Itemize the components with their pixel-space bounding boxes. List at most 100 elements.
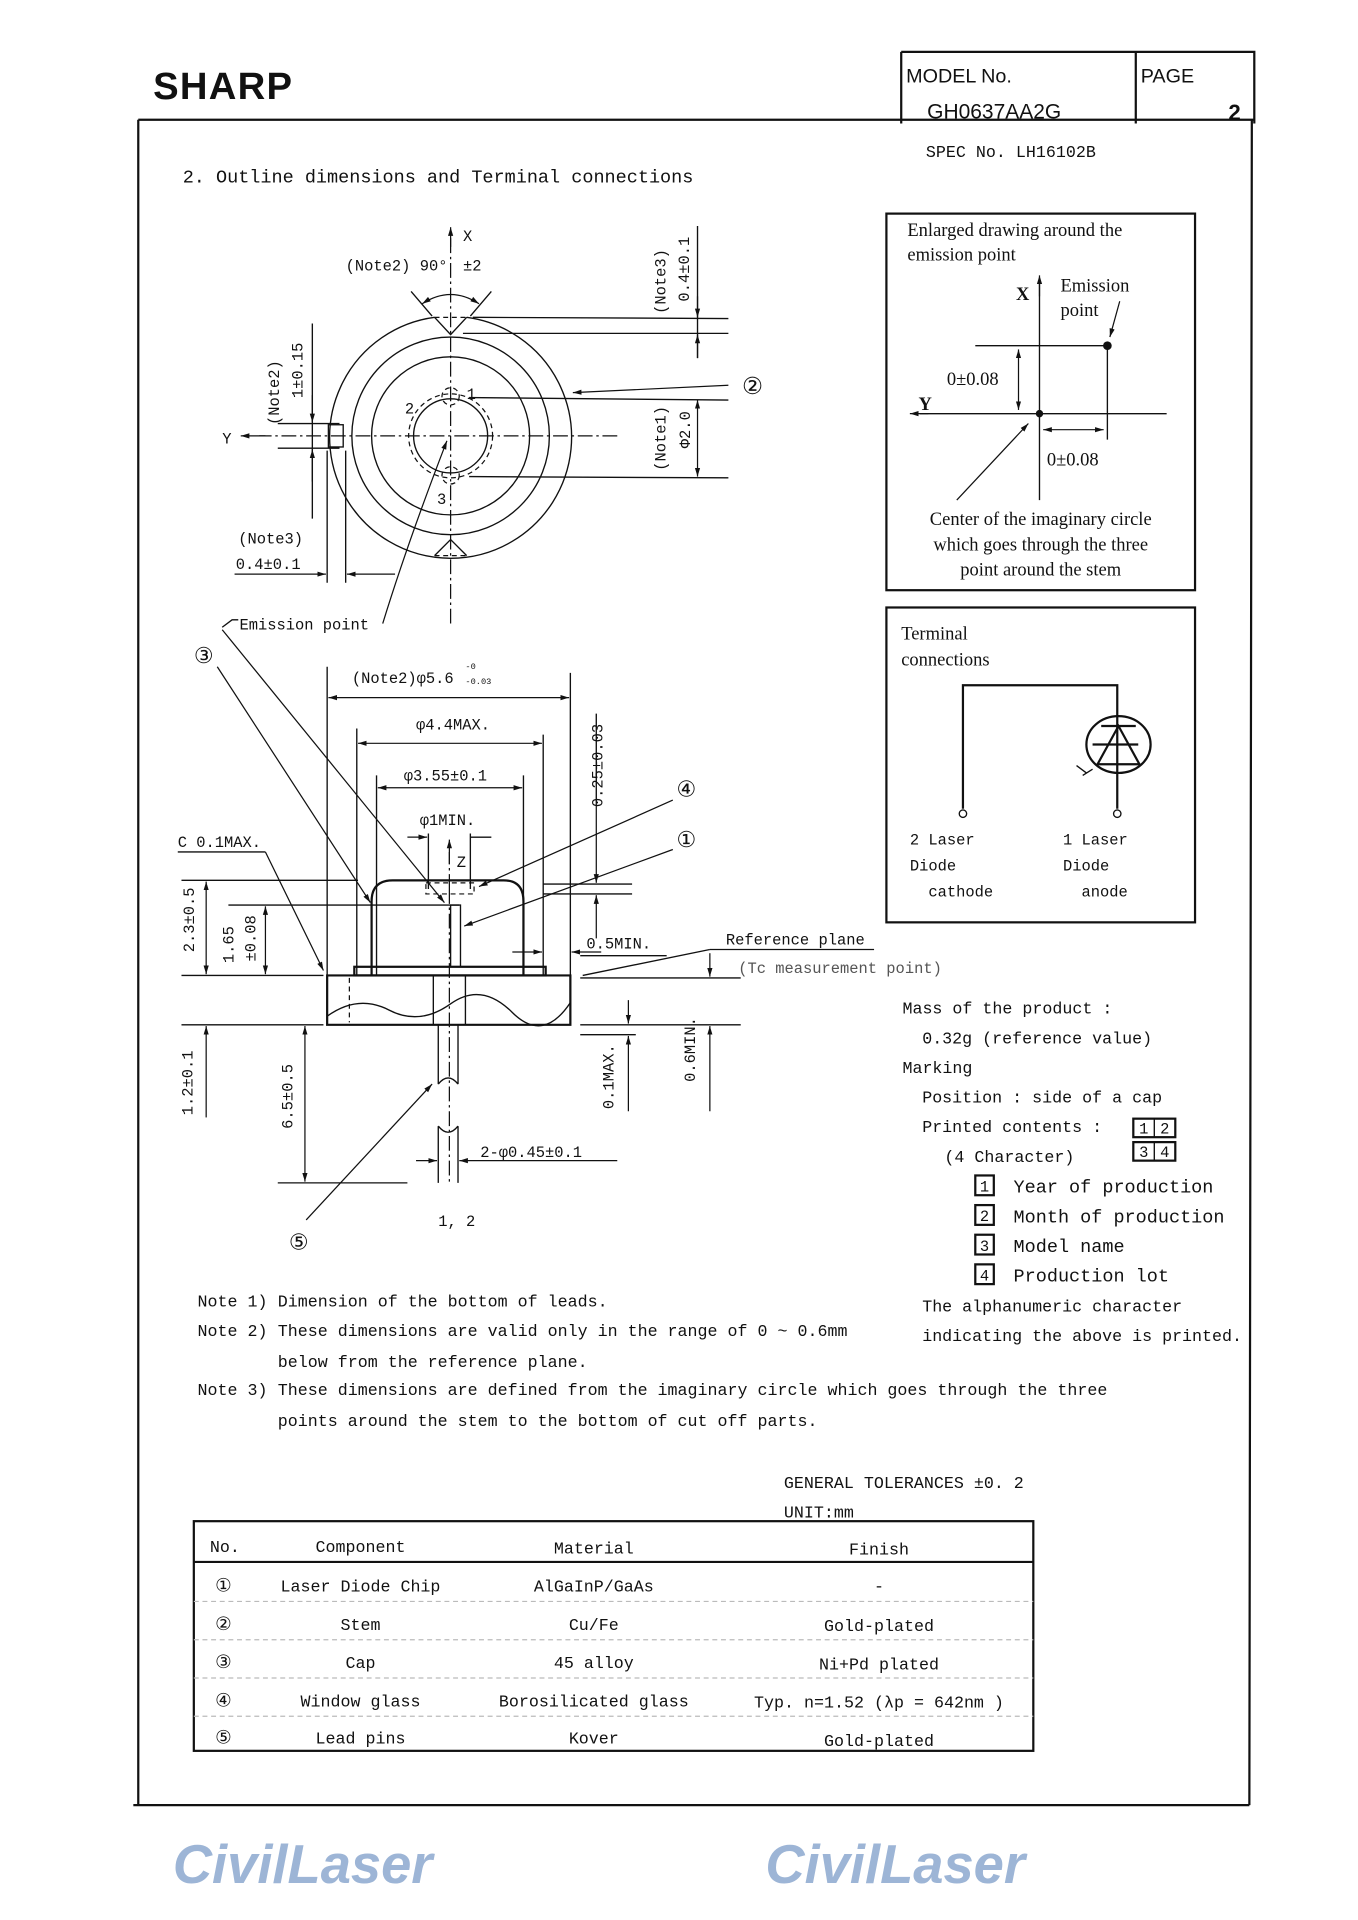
components-table — [192, 1520, 1035, 1752]
pin1-label-2: Diode — [1063, 857, 1109, 875]
drawing-ellipse-stroke — [1085, 715, 1152, 775]
legend-num-3: 3 — [980, 1238, 989, 1256]
note2-left-label: (Note2) — [266, 360, 284, 425]
drawing-path-stroke — [572, 384, 729, 395]
note-2-tag: Note 2) — [198, 1323, 268, 1342]
note-3-text-2: points around the stem to the bottom of … — [278, 1413, 818, 1432]
dim-notch-depth-top: 0.4±0.1 — [676, 237, 694, 302]
dim-cap-diameter: φ3.55±0.1 — [404, 767, 487, 785]
enlarged-x-label: X — [1016, 285, 1030, 305]
row-material: 45 alloy — [554, 1655, 634, 1674]
character-count: (4 Character) — [944, 1149, 1074, 1168]
dim-window-min: φ1MIN. — [420, 812, 476, 830]
dim-lead-min: 0.6MIN. — [682, 1017, 700, 1082]
row-no: ⑤ — [215, 1728, 232, 1748]
legend-num-2: 2 — [980, 1208, 989, 1226]
sharp-logo: SHARP — [153, 65, 293, 108]
pin1-label-3: anode — [1081, 883, 1127, 901]
y-axis-label: Y — [222, 430, 231, 448]
pin1-label-1: 1 Laser — [1063, 832, 1128, 850]
enlarged-dim-y: 0±0.08 — [1047, 450, 1099, 470]
row-material: AlGaInP/GaAs — [534, 1579, 654, 1598]
drawing-circle-stroke — [441, 387, 460, 406]
drawing-path-stroke — [370, 879, 525, 976]
row-no: ② — [215, 1615, 232, 1635]
drawing-circle-stroke — [1035, 409, 1044, 418]
drawing-rect-stroke — [974, 1174, 995, 1197]
page-number: 2 — [1228, 100, 1240, 125]
row-finish: Ni+Pd plated — [819, 1656, 939, 1675]
drawing-path-stroke — [382, 440, 448, 624]
dim-window-thickness: 0.25±0.03 — [589, 724, 607, 807]
table-row: ⑤ Lead pins Kover Gold-plated — [215, 1728, 934, 1751]
table-header-finish: Finish — [849, 1542, 909, 1561]
table-header-component: Component — [316, 1539, 406, 1558]
marking-legend — [974, 1174, 995, 1286]
terminal-title-2: connections — [901, 651, 989, 671]
dim-cap-height: 2.3±0.5 — [181, 887, 199, 952]
mass-label: Mass of the product : — [902, 1001, 1112, 1020]
row-finish: Gold-plated — [824, 1618, 934, 1637]
table-row: ④ Window glass Borosilicated glass Typ. … — [215, 1691, 1004, 1713]
chamfer-label: C 0.1MAX. — [178, 834, 261, 852]
legend-num-4: 4 — [980, 1267, 989, 1285]
drawing-rect-stroke — [449, 904, 462, 968]
drawing-path-stroke — [975, 345, 1109, 440]
drawing-path-stroke — [326, 974, 572, 1026]
drawing-path-stroke — [216, 666, 371, 903]
legend-model: Model name — [1014, 1237, 1125, 1258]
note-3-tag: Note 3) — [198, 1382, 268, 1401]
note-2-text-2: below from the reference plane. — [278, 1354, 588, 1373]
drawing-path-stroke — [264, 851, 325, 971]
table-header-material: Material — [554, 1540, 634, 1559]
callout-chip: ① — [677, 827, 697, 852]
model-label: MODEL No. — [906, 66, 1012, 88]
drawing-path-stroke — [326, 666, 572, 1025]
drawing-rect-stroke — [974, 1203, 995, 1226]
header-box — [900, 50, 1256, 124]
note-2-text-1: These dimensions are valid only in the r… — [278, 1323, 848, 1342]
section-title: 2. Outline dimensions and Terminal conne… — [183, 168, 694, 189]
printed-contents-label: Printed contents : — [922, 1119, 1102, 1138]
drawing-path-stroke — [432, 975, 467, 1025]
page-frame — [133, 118, 1255, 1807]
grid-cell-2: 2 — [1160, 1120, 1169, 1138]
drawing-rect-stroke — [192, 1520, 1035, 1752]
enlarged-center-3: point around the stem — [960, 560, 1121, 580]
grid-cell-3: 3 — [1139, 1144, 1148, 1162]
callout-cap: ③ — [194, 643, 214, 668]
legend-lot: Production lot — [1014, 1267, 1169, 1288]
legend-year: Year of production — [1014, 1178, 1214, 1199]
drawing-rect-stroke — [327, 424, 344, 448]
drawing-circle-stroke — [1112, 809, 1122, 819]
note3-bottom-label: (Note3) — [238, 530, 303, 548]
dim-lead-diameter: 2-φ0.45±0.1 — [480, 1144, 582, 1162]
drawing-path-stroke — [961, 684, 1119, 809]
drawing-path-stroke — [582, 948, 710, 977]
drawing-rect-stroke — [974, 1263, 995, 1286]
drawing-path-stroke — [478, 799, 674, 888]
dim-stem-tol-lower: -0.03 — [465, 677, 491, 687]
side-view — [177, 629, 875, 1221]
pin2-label-2: Diode — [910, 857, 956, 875]
enlarged-emission-2: point — [1060, 301, 1099, 321]
table-row: ③ Cap 45 alloy Ni+Pd plated — [215, 1653, 939, 1675]
row-material: Kover — [569, 1730, 619, 1749]
row-component: Laser Diode Chip — [281, 1579, 441, 1598]
drawing-circle-stroke — [408, 393, 494, 479]
drawing-path-stroke — [1092, 723, 1142, 766]
callout-stem: ② — [742, 374, 763, 400]
dim-burr-max: 0.1MAX. — [601, 1044, 619, 1109]
enlarged-diagram — [909, 275, 1167, 501]
drawing-path-stroke — [277, 422, 340, 449]
drawing-path-stroke — [181, 879, 460, 1184]
reference-plane-label: Reference plane — [726, 932, 865, 950]
note-1-tag: Note 1) — [198, 1293, 268, 1312]
drawing-path-stroke — [326, 993, 571, 1027]
row-component: Window glass — [301, 1693, 421, 1712]
alpha-note-1: The alphanumeric character — [922, 1298, 1182, 1317]
z-axis-label: Z — [457, 854, 466, 872]
note3-top-label: (Note3) — [652, 249, 670, 314]
drawing-circle-stroke — [958, 809, 968, 819]
